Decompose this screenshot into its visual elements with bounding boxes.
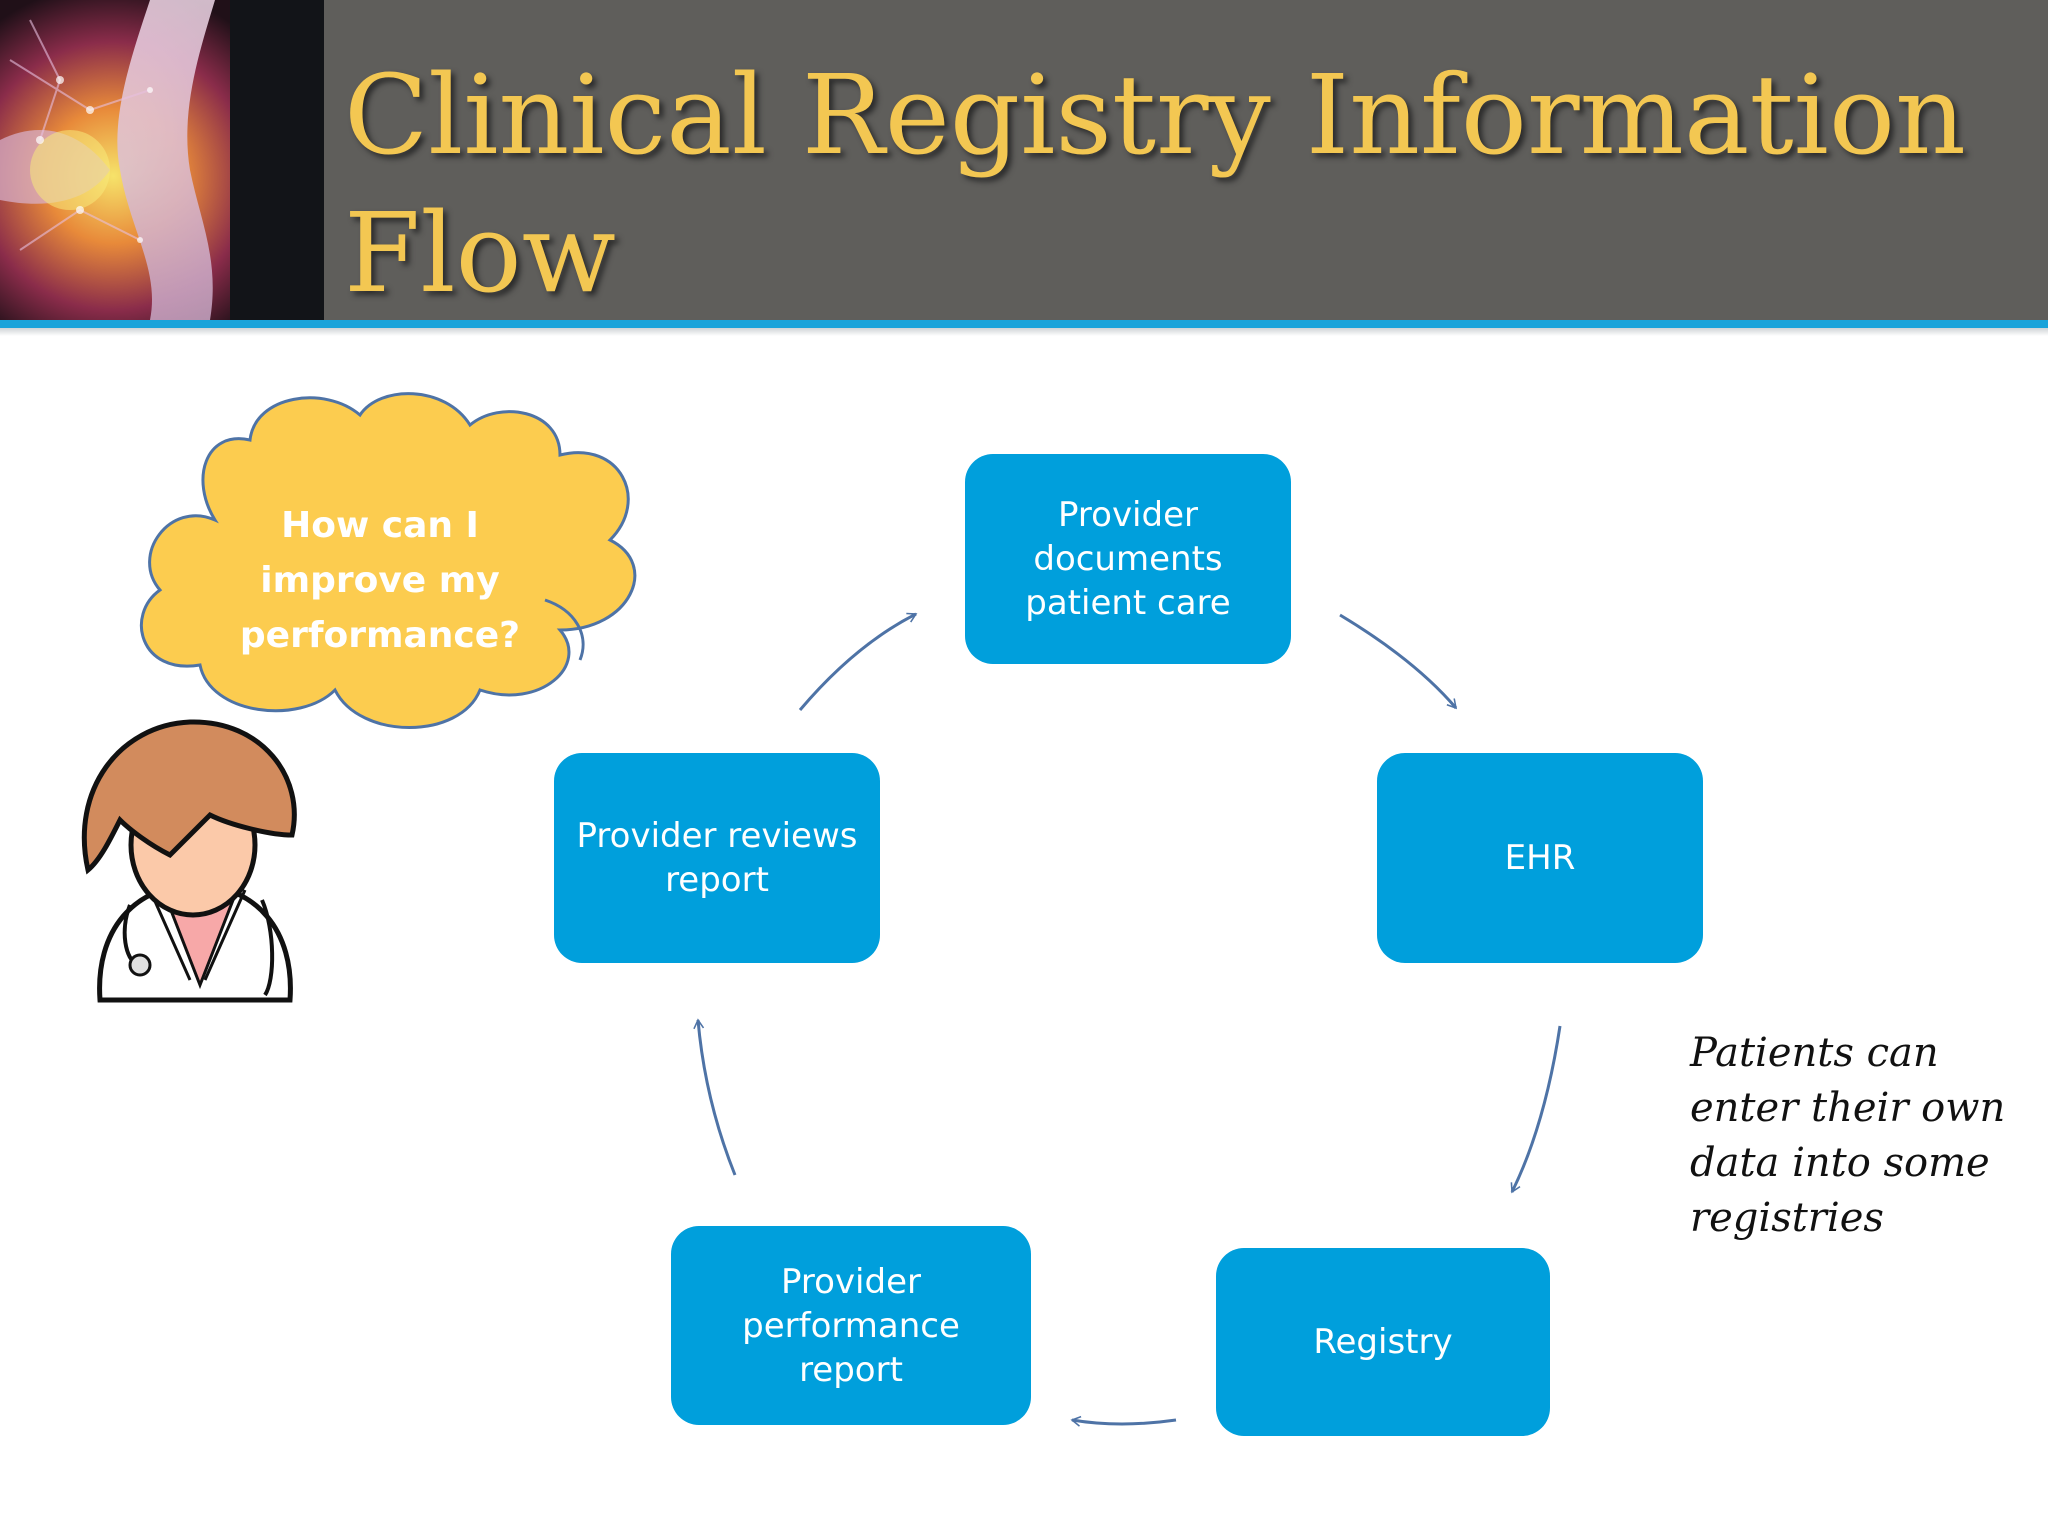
arrow-registry-to-report	[1070, 1415, 1177, 1427]
node-ehr: EHR	[1377, 753, 1703, 963]
node-label: EHR	[1504, 838, 1576, 878]
slide-title: Clinical Registry Information Flow	[344, 51, 1966, 317]
arrow-ehr-to-registry	[1510, 1025, 1562, 1194]
node-label: Provider reviews report	[576, 816, 858, 900]
header-hip-illustration	[0, 0, 324, 320]
arrow-report-to-reviews	[693, 1018, 737, 1176]
patient-data-note: Patients can enter their own data into s…	[1690, 1030, 2006, 1241]
node-registry: Registry	[1216, 1248, 1550, 1436]
node-label: Registry	[1313, 1322, 1453, 1362]
header-shadow	[0, 328, 2048, 336]
header-accent-rule	[0, 320, 2048, 328]
thought-bubble-text: How can I improve my performance?	[239, 505, 521, 656]
doctor-avatar-icon	[81, 719, 297, 1003]
node-label: Provider performance report	[742, 1261, 960, 1390]
node-performance-report: Provider performance report	[671, 1226, 1031, 1425]
node-provider-reviews: Provider reviews report	[554, 753, 880, 963]
arrow-reviews-to-documents	[798, 612, 918, 711]
slide-header: Clinical Registry Information Flow	[0, 0, 2048, 320]
node-label: Provider documents patient care	[1025, 495, 1231, 623]
arrow-documents-to-ehr	[1339, 613, 1458, 710]
thought-cloud	[140, 392, 637, 729]
node-provider-documents: Provider documents patient care	[965, 454, 1291, 664]
